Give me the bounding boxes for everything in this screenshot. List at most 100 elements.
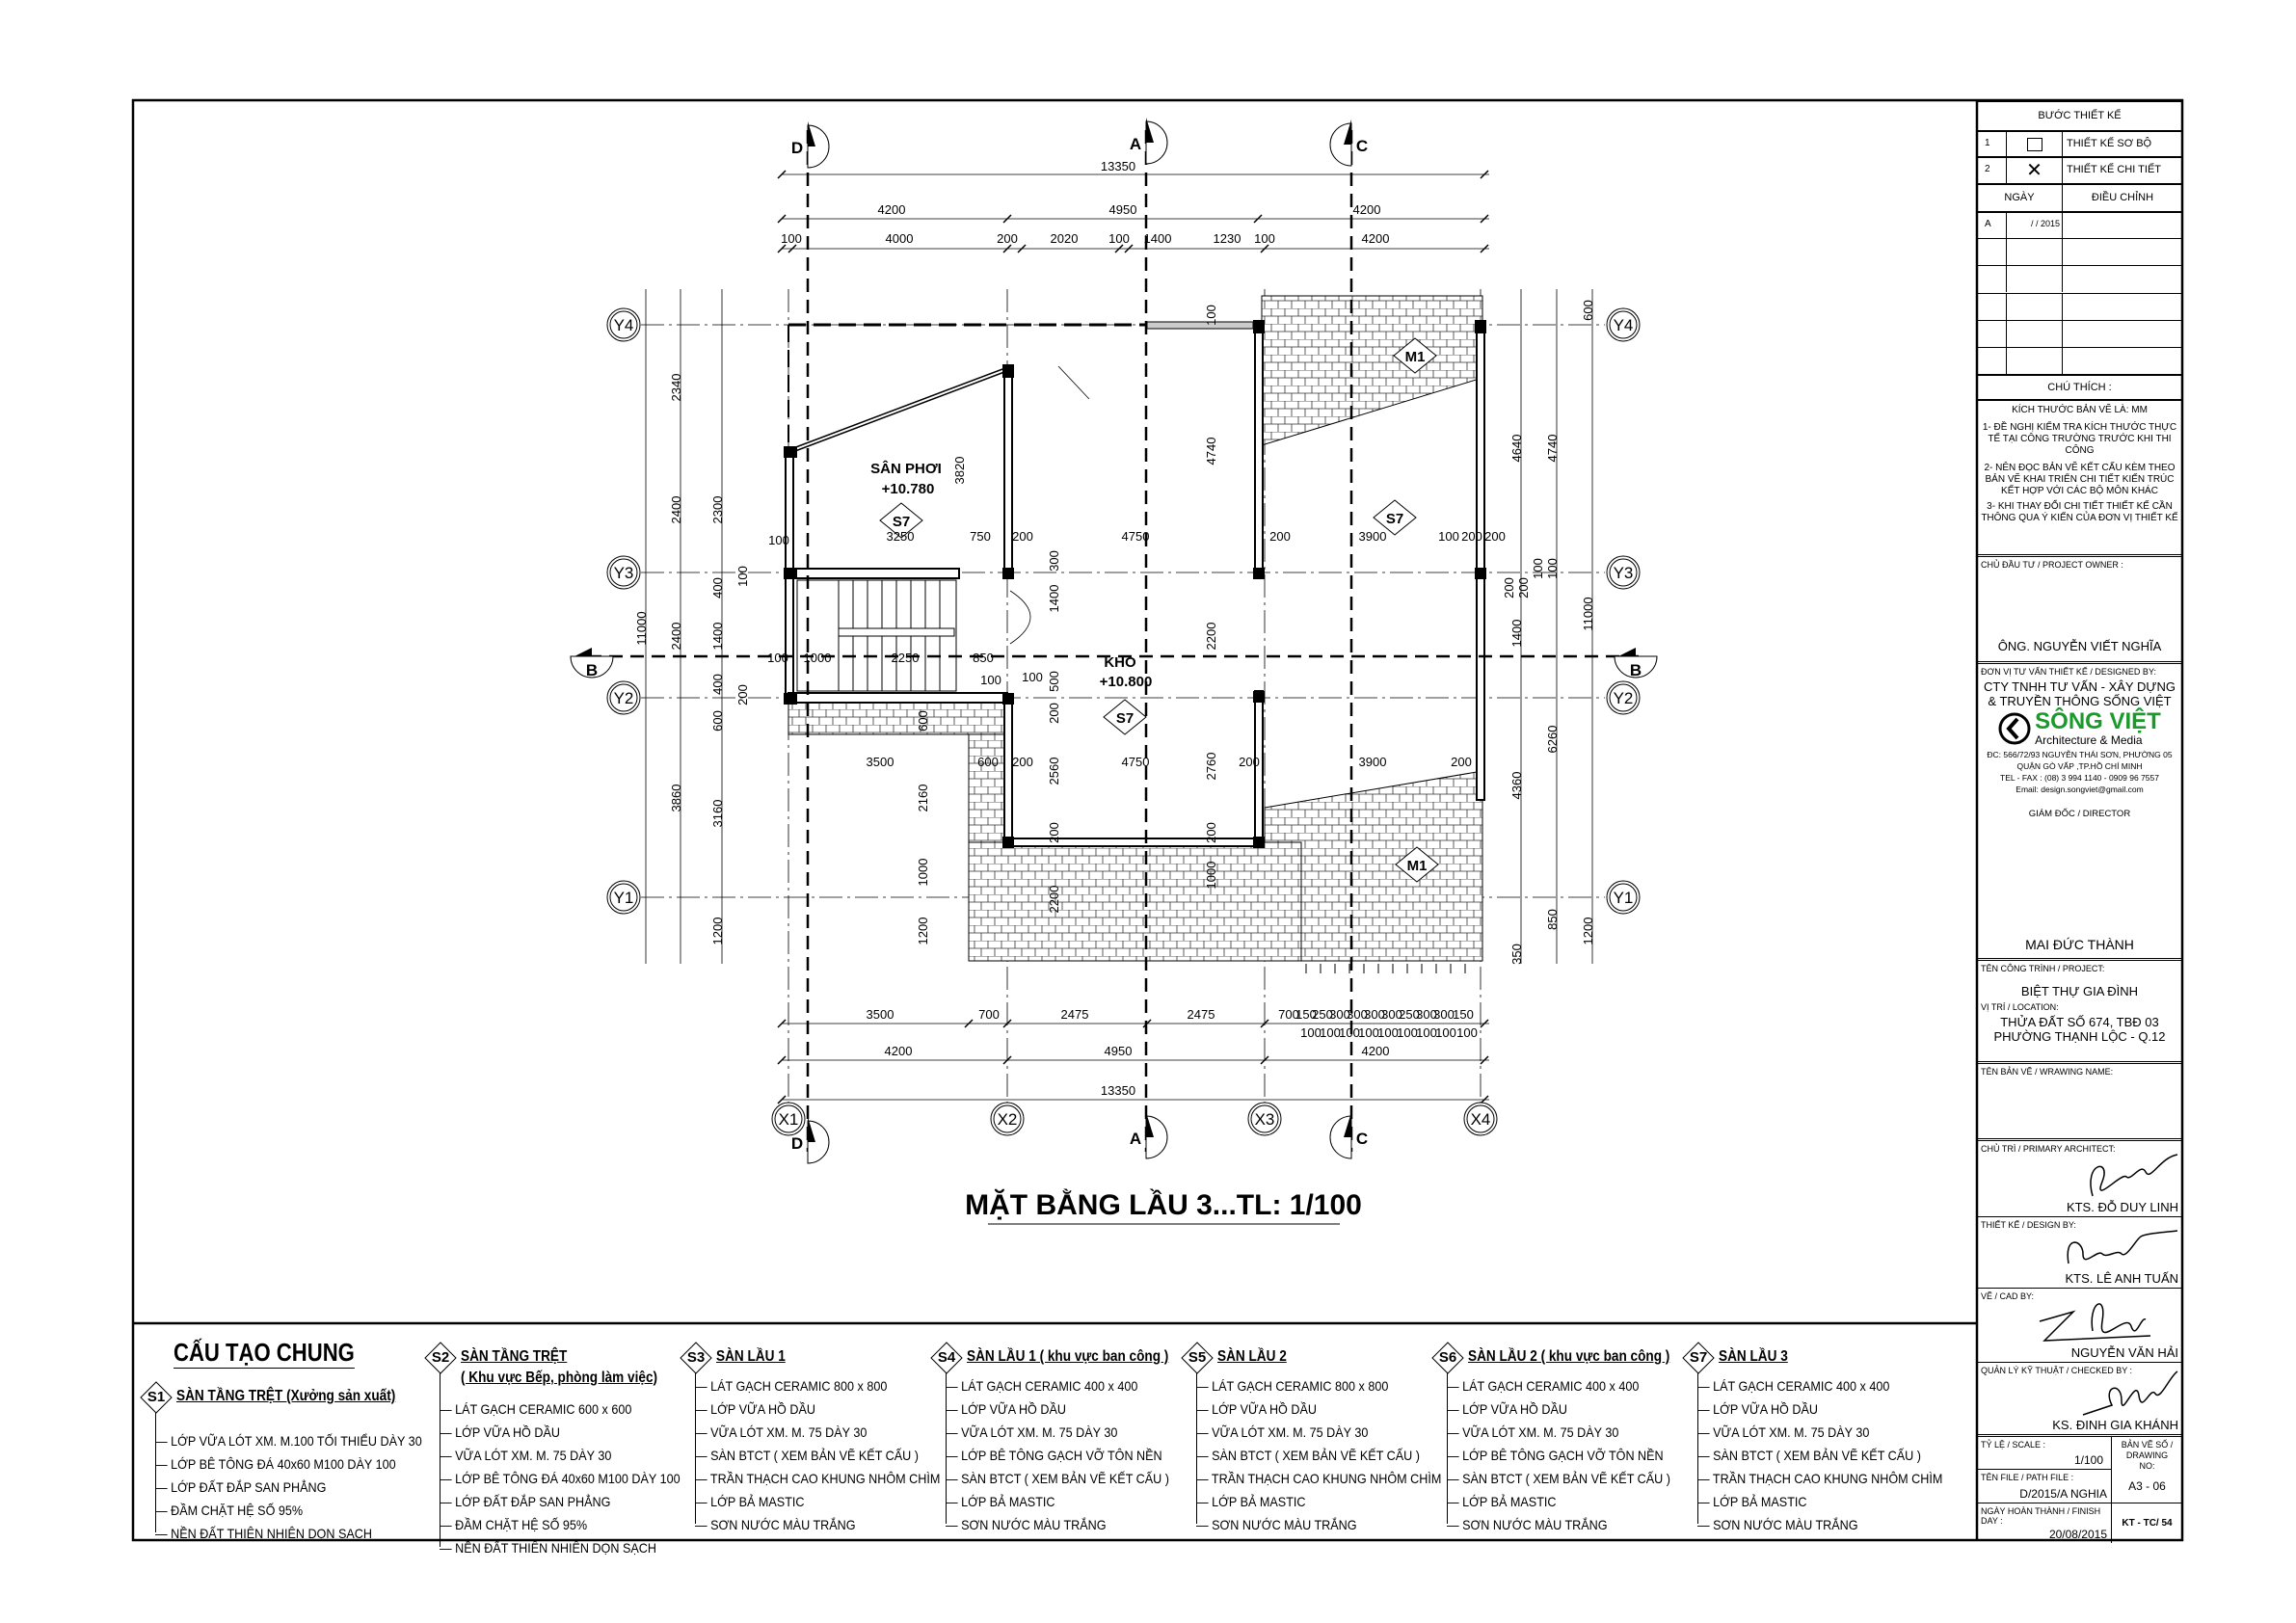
- dim-interior-vertical: 2560: [1047, 758, 1061, 785]
- dim-interior: 3500: [867, 755, 894, 769]
- dim-interior: 3250: [887, 529, 915, 544]
- project-label: TÊN CÔNG TRÌNH / PROJECT:: [1981, 964, 2105, 973]
- dim-bottom-row1: 300: [1381, 1007, 1402, 1022]
- dim-left-vertical: 600: [710, 710, 725, 732]
- dim-left-vertical: 3160: [710, 800, 725, 828]
- logo-swirl-icon: [1998, 712, 2031, 745]
- dim-interior: 100: [980, 673, 1001, 687]
- path-file-value: D/2015/A NGHIA: [2019, 1487, 2107, 1501]
- svg-text:S7: S7: [893, 514, 910, 530]
- director-label: GIÁM ĐỐC / DIRECTOR: [2028, 809, 2131, 819]
- location-line-2: PHƯỜNG THẠNH LỘC - Q.12: [1993, 1029, 2166, 1044]
- grid-bubble-x1: X1: [771, 1102, 806, 1136]
- dim-bottom-row1: 300: [1364, 1007, 1385, 1022]
- sheet-border: [131, 98, 2184, 1542]
- dim-interior: 100: [768, 533, 789, 547]
- legend-item: — LỚP VỮA HỒ DẦU: [1697, 1401, 1818, 1417]
- legend-tag-label: S2: [431, 1349, 450, 1366]
- dim-bottom-row1-sub: 100: [1358, 1025, 1379, 1040]
- floor-tag-m1-bottom: M1: [1395, 846, 1439, 883]
- staircase: [796, 579, 957, 692]
- dim-interior-vertical: 3820: [952, 457, 967, 485]
- legend-item: — LỚP ĐẤT ĐẮP SAN PHẲNG: [155, 1479, 327, 1495]
- design-by-label: THIẾT KẾ / DESIGN BY:: [1981, 1220, 2076, 1230]
- dim-interior-vertical: 1000: [1204, 862, 1218, 890]
- dim-top-row3: 100: [1108, 231, 1130, 246]
- legend-item: — LÁT GẠCH CERAMIC 400 x 400: [1447, 1378, 1640, 1394]
- svg-text:S7: S7: [1386, 511, 1403, 527]
- svg-text:X1: X1: [779, 1110, 799, 1129]
- legend-item: — LỚP VỮA HỒ DẦU: [946, 1401, 1066, 1417]
- floor-tag-kho: S7: [1103, 699, 1147, 735]
- cad-signature: [2039, 1303, 2151, 1342]
- svg-text:Y3: Y3: [614, 564, 634, 582]
- legend-item: — LỚP BẢ MASTIC: [695, 1494, 805, 1509]
- dim-top-row3: 100: [781, 231, 802, 246]
- dim-bottom-row1: 2475: [1188, 1007, 1215, 1022]
- legend-item: — LÁT GẠCH CERAMIC 400 x 400: [946, 1378, 1138, 1394]
- logo-text: SÔNG VIỆT: [2035, 708, 2161, 734]
- location-label: VỊ TRÍ / LOCATION:: [1981, 1002, 2059, 1012]
- design-step-title: BƯỚC THIẾT KẾ: [1977, 100, 2182, 130]
- step-checkbox-detailed-checked[interactable]: ✕: [2007, 158, 2063, 183]
- legend-tag-diamond: S3: [680, 1342, 712, 1374]
- dim-interior: 850: [973, 651, 994, 665]
- dim-top-row3: 200: [997, 231, 1018, 246]
- dim-right-vertical: 6260: [1545, 726, 1560, 754]
- dim-left-vertical: 1200: [710, 918, 725, 945]
- dim-interior: 200: [1484, 529, 1506, 544]
- revision-note: [2063, 294, 2182, 320]
- revision-row: [1977, 292, 2182, 320]
- dim-top-row2: 4200: [1353, 202, 1381, 217]
- svg-text:Y3: Y3: [1614, 564, 1634, 582]
- svg-text:C: C: [1356, 137, 1368, 155]
- legend-item: — VỮA LÓT XM. M. 75 DÀY 30: [1447, 1424, 1619, 1440]
- revision-code: [1977, 266, 2007, 293]
- section-marker-b-left: B: [570, 648, 614, 679]
- legend-section-title: SÀN TẦNG TRỆT: [461, 1348, 568, 1365]
- location-line-1: THỬA ĐẤT SỐ 674, TBĐ 03: [2000, 1015, 2159, 1029]
- svg-text:B: B: [1630, 661, 1642, 679]
- dim-bottom-row1: 3500: [867, 1007, 894, 1022]
- legend-tag-diamond: S6: [1431, 1342, 1464, 1374]
- revision-date: [2007, 320, 2063, 347]
- designer-signature: [2067, 1230, 2178, 1264]
- dim-top-total: 13350: [1101, 159, 1135, 173]
- dim-bottom-row1-sub: 100: [1435, 1025, 1456, 1040]
- dim-interior: 3900: [1359, 529, 1387, 544]
- dim-interior: 2250: [892, 651, 920, 665]
- dim-left-vertical: 2400: [669, 623, 683, 651]
- dim-right-vertical: 200: [1502, 577, 1516, 599]
- floor-tag-m1-top: M1: [1393, 337, 1437, 374]
- revision-note: [2063, 266, 2182, 292]
- dim-right-vertical: 1200: [1581, 918, 1595, 945]
- grid-bubble-y4-left: Y4: [606, 307, 641, 342]
- dim-right-vertical: 200: [1516, 577, 1531, 599]
- notes-unit: KÍCH THƯỚC BẢN VẼ LÀ: MM: [2012, 405, 2148, 415]
- drawing-name-label: TÊN BẢN VẼ / WRAWING NAME:: [1981, 1067, 2114, 1077]
- owner-name: ÔNG. NGUYỄN VIẾT NGHĨA: [1997, 639, 2162, 653]
- svg-text:A: A: [1130, 1130, 1141, 1148]
- dim-interior: 200: [1451, 755, 1472, 769]
- dim-interior-vertical: 1200: [916, 918, 930, 945]
- dim-interior-vertical: 1000: [916, 859, 930, 887]
- step-checkbox-preliminary[interactable]: [2026, 137, 2042, 151]
- design-step-row: 1 THIẾT KẾ SƠ BỘ: [1977, 130, 2182, 156]
- svg-text:B: B: [586, 661, 598, 679]
- step-label: THIẾT KẾ CHI TIẾT: [2067, 164, 2161, 175]
- dim-interior-vertical: 2760: [1204, 753, 1218, 781]
- svg-text:S7: S7: [1116, 710, 1134, 727]
- grid-bubble-y3-left: Y3: [606, 555, 641, 590]
- dim-interior: 100: [1438, 529, 1459, 544]
- architect-signature: [2090, 1154, 2178, 1197]
- dim-bottom-row1: 300: [1329, 1007, 1350, 1022]
- legend-item: — SƠN NƯỚC MÀU TRẮNG: [1196, 1517, 1357, 1532]
- floor-tag-s7: S7: [1373, 499, 1417, 536]
- legend-item: — LỚP VỮA HỒ DẦU: [1447, 1401, 1567, 1417]
- dim-bottom-row1-sub: 100: [1300, 1025, 1322, 1040]
- revision-note: [2063, 239, 2182, 265]
- dim-left-vertical: 100: [735, 566, 750, 587]
- revision-row: [1977, 319, 2182, 347]
- revision-note: [2063, 348, 2182, 374]
- dim-right-vertical: 4360: [1509, 772, 1524, 800]
